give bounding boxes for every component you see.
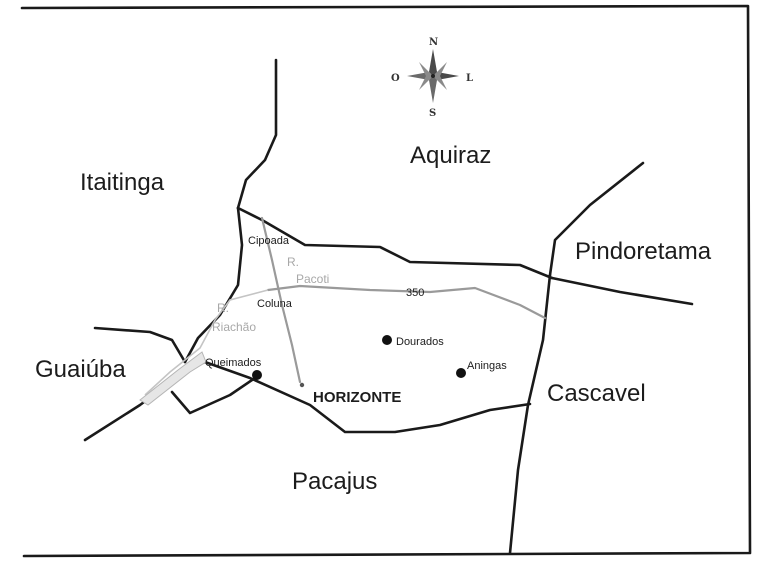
map-frame — [20, 4, 752, 558]
compass-north: N — [429, 37, 438, 48]
label-pindoretama: Pindoretama — [575, 238, 712, 265]
border-queimados-notch — [170, 376, 257, 415]
label-aquiraz: Aquiraz — [410, 142, 491, 169]
label-horizonte: HORIZONTE — [313, 389, 401, 406]
border-pindoretama — [550, 276, 694, 306]
locality-marker-dourados — [382, 335, 392, 345]
label-coluna: Coluna — [257, 298, 293, 310]
label-queimados: Queimados — [205, 357, 262, 369]
city-marker-horizonte — [299, 382, 305, 388]
riachao-area — [139, 351, 207, 406]
road-350 — [266, 284, 547, 320]
border-aquiraz-itaitinga — [236, 58, 278, 210]
border-aquiraz-pindoretama — [548, 161, 645, 277]
label-guaiuba: Guaiúba — [35, 356, 126, 383]
border-horizonte-south — [203, 360, 532, 434]
border-itaitinga-guaiuba — [183, 206, 244, 364]
compass-west: O — [391, 73, 400, 84]
label-cascavel: Cascavel — [547, 380, 646, 407]
locality-marker-aningas — [456, 368, 466, 378]
compass-east: L — [466, 73, 473, 84]
compass-south: S — [429, 108, 436, 119]
label-cipoada: Cipoada — [248, 235, 290, 247]
label-aningas: Aningas — [467, 360, 507, 372]
road-north-south — [260, 216, 302, 384]
label-road-350: 350 — [406, 287, 424, 299]
label-riachao: Riachão — [212, 320, 256, 334]
label-pacoti: Pacoti — [296, 272, 329, 286]
label-pacajus: Pacajus — [292, 468, 377, 495]
label-riachao-prefix: R. — [217, 301, 229, 315]
river-riachao — [144, 289, 269, 396]
label-pacoti-prefix: R. — [287, 255, 299, 269]
label-dourados: Dourados — [396, 336, 444, 348]
border-guaiuba-north — [93, 326, 187, 364]
compass-rose-icon — [407, 49, 459, 103]
label-itaitinga: Itaitinga — [80, 169, 165, 196]
locality-marker-queimados — [252, 370, 262, 380]
